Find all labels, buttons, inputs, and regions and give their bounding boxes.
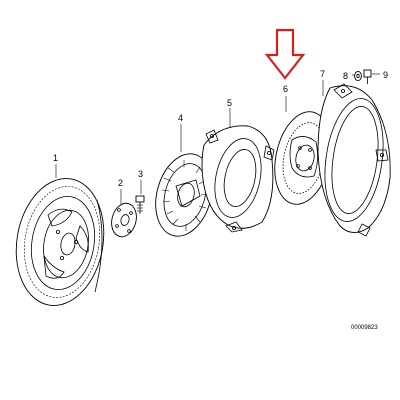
flywheel-part[interactable] xyxy=(7,172,114,313)
callout-7[interactable]: 7 xyxy=(320,69,325,79)
cover-ring-part[interactable] xyxy=(317,83,391,237)
callout-3[interactable]: 3 xyxy=(138,169,143,179)
drive-plate-part[interactable] xyxy=(267,106,339,209)
bolt-part[interactable] xyxy=(135,195,145,214)
screw-part[interactable] xyxy=(363,69,372,84)
callout-5[interactable]: 5 xyxy=(227,98,232,108)
washer-part[interactable] xyxy=(354,70,362,82)
callout-1[interactable]: 1 xyxy=(53,153,58,163)
callout-4[interactable]: 4 xyxy=(178,113,183,123)
callout-9[interactable]: 9 xyxy=(383,70,388,80)
callout-8[interactable]: 8 xyxy=(343,71,348,81)
highlight-arrow-icon xyxy=(264,28,306,80)
pressure-plate-part[interactable] xyxy=(201,125,275,233)
clutch-disc-part[interactable] xyxy=(147,147,221,242)
callout-6[interactable]: 6 xyxy=(283,84,288,94)
callout-2[interactable]: 2 xyxy=(118,178,123,188)
document-number: 00009823 xyxy=(351,325,378,331)
flange-part[interactable] xyxy=(108,200,140,239)
